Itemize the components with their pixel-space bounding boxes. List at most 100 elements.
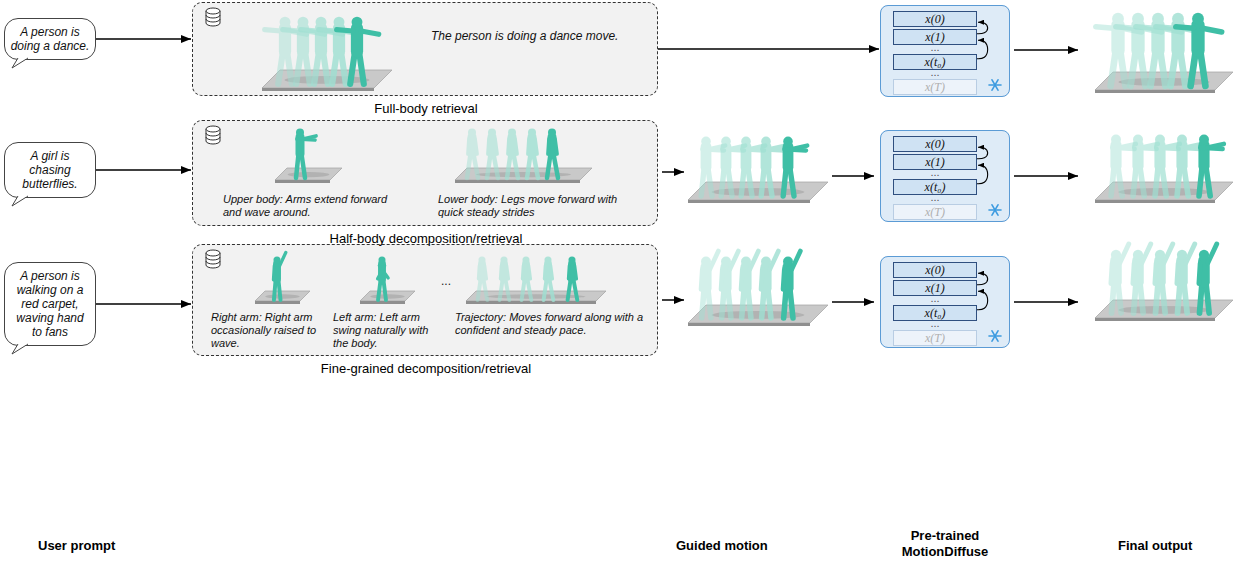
frozen-snowflake — [989, 80, 1001, 90]
figure-arm — [1202, 28, 1221, 32]
figure-head — [568, 256, 575, 263]
figure-arm — [555, 139, 557, 154]
step-label: x(T) — [894, 331, 976, 345]
figure-head — [280, 17, 291, 28]
figure-head — [701, 257, 711, 267]
diffusion-model-box: x(0)x(1)x(t₀)x(T)...... — [880, 130, 1010, 222]
figure-head — [468, 129, 476, 137]
panel-fill — [192, 244, 658, 356]
retrieval-panel: The person is doing a dance move.Full-bo… — [192, 2, 658, 96]
figure-torso — [488, 137, 497, 154]
diffusion-step-box: x(T) — [893, 79, 977, 95]
human-figure — [721, 137, 745, 196]
bubble-tail-outline — [12, 196, 28, 206]
bubble-tail — [17, 344, 33, 355]
arrow-connector — [977, 291, 988, 310]
bubble-tail-gap — [19, 194, 27, 196]
figure-arm — [468, 139, 469, 154]
floor-edge — [255, 301, 300, 304]
figure-arm — [1186, 244, 1195, 263]
figure-arm — [548, 139, 549, 154]
figure-head — [1111, 135, 1121, 145]
figure-torso — [548, 137, 557, 154]
figure-arm — [529, 266, 531, 279]
figure-head — [1133, 250, 1143, 260]
figure-torso — [544, 264, 552, 279]
arrow-connector — [977, 22, 988, 34]
column-label: Final output — [1118, 538, 1228, 554]
step-label: x(T) — [894, 80, 976, 94]
panel-fill — [192, 2, 658, 96]
snowflake-spoke — [992, 205, 998, 215]
ellipsis: ... — [893, 68, 977, 76]
floor-edge — [262, 88, 374, 91]
human-figure — [378, 256, 389, 300]
figure-head — [783, 257, 793, 267]
figure-torso — [568, 264, 576, 279]
figure-arm — [507, 266, 509, 279]
floor-top — [275, 168, 342, 180]
figure-arm — [319, 30, 335, 31]
database-icon — [206, 8, 220, 26]
figure-arm — [721, 270, 722, 290]
figure-head — [316, 17, 327, 28]
column-label: User prompt — [38, 538, 148, 554]
human-figure — [296, 129, 316, 179]
human-figure — [761, 251, 778, 318]
figure-arm — [475, 139, 477, 154]
figure-arm — [1176, 27, 1194, 28]
column-label: Guided motion — [676, 538, 796, 554]
figure-arm — [575, 266, 577, 279]
human-figure — [701, 137, 725, 196]
step-label: x(0) — [894, 263, 976, 277]
figure-arm — [265, 30, 281, 31]
human-figure — [1111, 135, 1136, 196]
figure-head — [1172, 13, 1184, 25]
human-figure — [741, 137, 765, 196]
human-figure — [478, 256, 488, 300]
panel-caption: Full-body retrieval — [193, 101, 659, 116]
speech-bubble: A person is walking on a red carpet, wav… — [4, 262, 96, 346]
database-icon — [206, 250, 220, 268]
human-figure — [1155, 135, 1180, 196]
diffusion-model-box: x(0)x(1)x(t₀)x(T)...... — [880, 256, 1010, 348]
step-label: x(0) — [894, 137, 976, 151]
figure-head — [1112, 13, 1124, 25]
frozen-snowflake — [989, 331, 1001, 341]
figure-head — [1111, 250, 1121, 260]
figure-arm — [730, 251, 739, 270]
flow-arrow — [662, 299, 684, 301]
speech-bubble: A person is doing a dance. — [4, 18, 96, 60]
ellipsis: ... — [893, 168, 977, 176]
floor-edge — [275, 180, 330, 183]
human-figure — [544, 256, 554, 300]
database-ring — [206, 137, 220, 140]
step-label: x(t₀) — [894, 306, 976, 320]
arrow-connector — [96, 38, 191, 40]
figure-arm — [710, 251, 719, 270]
figure-head — [783, 137, 793, 147]
flow-arrow — [662, 171, 684, 173]
snowflake-spoke — [992, 80, 998, 90]
human-figure — [761, 137, 785, 196]
step-label: x(t₀) — [894, 180, 976, 194]
figure-head — [1155, 135, 1165, 145]
figure-head — [378, 256, 385, 263]
figure-head — [528, 129, 536, 137]
figure-torso — [528, 137, 537, 154]
figure-head — [1177, 135, 1187, 145]
human-figure — [1156, 13, 1202, 86]
figure-head — [1192, 13, 1204, 25]
motion-description: Left arm: Left arm swing naturally with … — [333, 311, 441, 350]
figure-head — [1155, 250, 1165, 260]
human-figure — [568, 256, 578, 300]
floor-shadow — [288, 172, 330, 177]
floor-platform — [255, 291, 310, 304]
figure-arm — [499, 266, 503, 279]
figure-head — [273, 256, 280, 263]
figure-head — [478, 256, 485, 263]
ellipsis: ... — [893, 294, 977, 302]
figure-head — [721, 137, 731, 147]
figure-arm — [361, 31, 379, 34]
database-ring — [206, 133, 220, 136]
